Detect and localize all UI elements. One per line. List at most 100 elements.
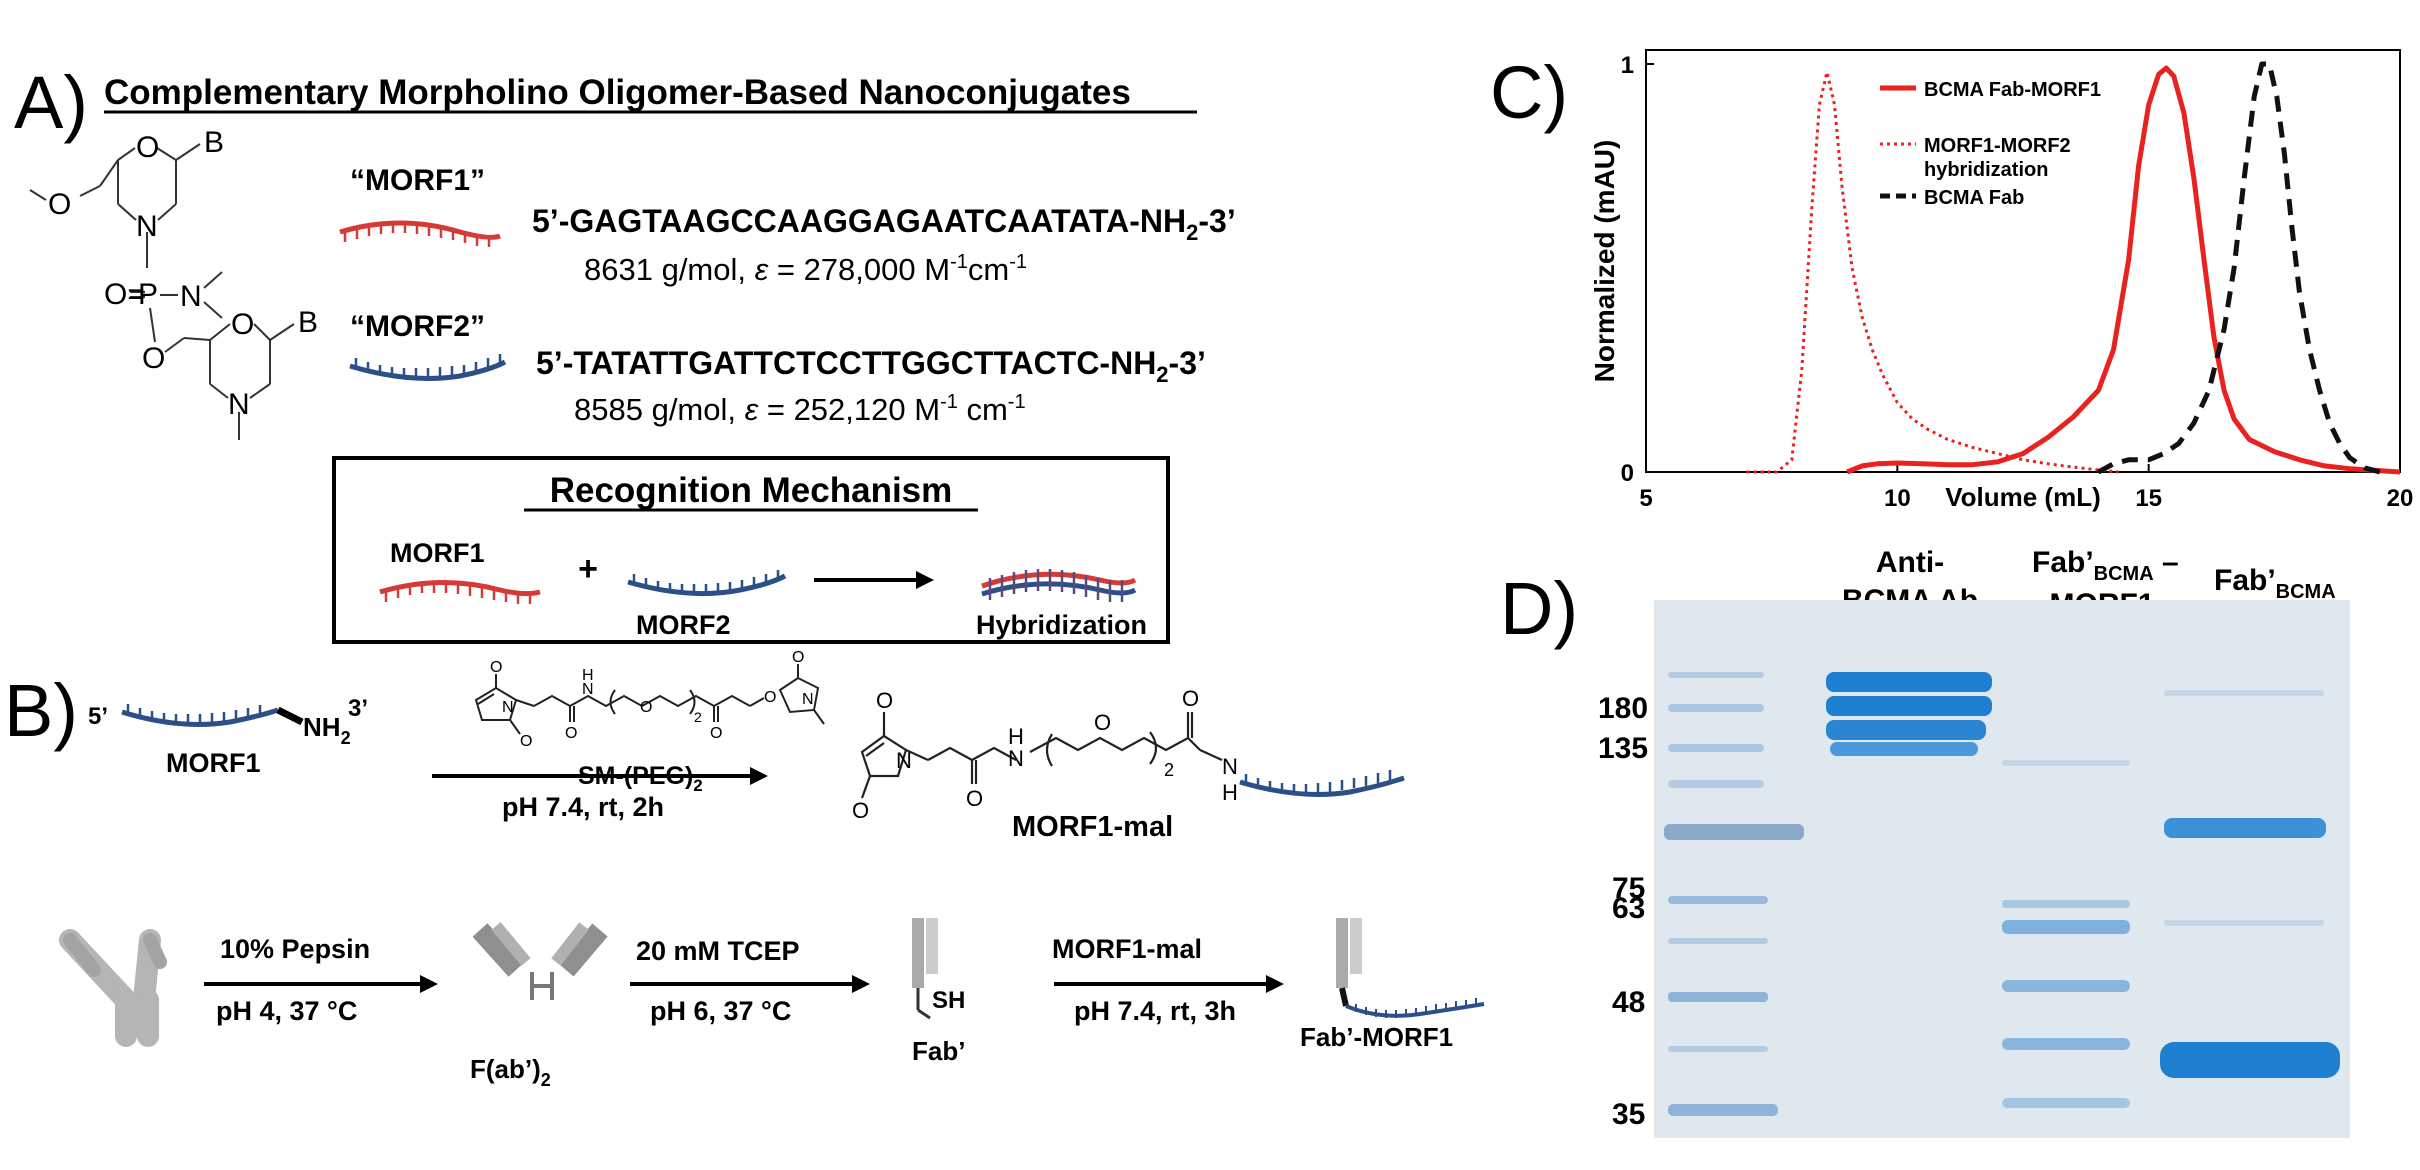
morf1-mal-structure [860, 712, 1223, 799]
conjugate-band [2002, 920, 2130, 934]
ab-band [1830, 742, 1978, 756]
conjugate-band [2002, 980, 2130, 992]
mechanism-morf1-label: MORF1 [390, 538, 485, 568]
step1-arrow [204, 975, 438, 993]
structure-p: P [138, 278, 158, 311]
antibody-icon [59, 929, 167, 1047]
mw-marker-75: 75 [1612, 872, 1645, 905]
morf1-properties: 8631 g/mol, ε = 278,000 M-1cm-1 [584, 251, 1027, 287]
morf1-mal-h-1: H [1008, 724, 1024, 749]
reaction-arrow-1 [432, 767, 768, 785]
morf1-mal-n-1: N [896, 748, 912, 773]
fab-prime-icon [912, 918, 938, 1020]
sm-peg2-n-3: N [802, 691, 814, 708]
legend-label-2: BCMA Fab [1924, 187, 2024, 209]
sm-peg2-o-1: O [490, 659, 502, 676]
morf1-mal-o-4: O [1094, 710, 1111, 735]
mechanism-morf2-strand-icon [627, 570, 787, 597]
conjugate-band [2002, 760, 2130, 766]
step2-arrow [630, 975, 870, 993]
morf2-sequence: 5’-TATATTGATTCTCCTTGGCTTACTC-NH2-3’ [536, 345, 1206, 387]
morf1-mal-label: MORF1-mal [1012, 811, 1173, 843]
lane-header-conjugate-line1: Fab’BCMA – [2032, 546, 2179, 585]
hybridization-duplex-icon [981, 569, 1137, 602]
x-tick-label-10: 10 [1884, 485, 1911, 512]
structure-ring1-n: N [136, 210, 158, 243]
ladder-band [1668, 1104, 1778, 1116]
morf1-3prime: 3’ [348, 695, 368, 722]
structure-o-link-top: O [48, 188, 71, 221]
sm-peg2-o-5: O [710, 725, 722, 742]
panel-a-label: A) [14, 61, 88, 144]
ladder-band [1668, 672, 1764, 678]
morf1-mal-n-2: N [1008, 746, 1024, 771]
fab-band [2164, 690, 2324, 696]
legend-label-1-line1: MORF1-MORF2 [1924, 135, 2071, 157]
lane-header-fab: Fab’BCMA [2214, 564, 2336, 603]
fab2-fragment-icon [472, 922, 608, 1000]
x-axis-label: Volume (mL) [1945, 482, 2101, 512]
structure-base-2: B [298, 306, 318, 339]
ladder-band [1668, 1046, 1768, 1052]
ladder-band [1668, 992, 1768, 1002]
series-line-2 [2097, 61, 2381, 475]
step2-conditions: pH 6, 37 °C [650, 996, 791, 1026]
y-tick-label-0: 0 [1621, 460, 1634, 487]
morf1-mal-n-3: N [1222, 754, 1238, 779]
reaction-1-conditions: pH 7.4, rt, 2h [502, 792, 664, 822]
ladder-band [1668, 938, 1768, 944]
series-line-0 [1846, 65, 2401, 475]
panel-b-label: B) [4, 669, 78, 752]
conjugate-band [2002, 1098, 2130, 1108]
x-tick-label-15: 15 [2135, 485, 2162, 512]
sm-peg2-n-1: N [502, 699, 514, 716]
mw-marker-180: 180 [1598, 692, 1648, 725]
mechanism-product-label: Hybridization [976, 610, 1147, 640]
structure-base-1: B [204, 126, 224, 159]
conjugate-band [2002, 1038, 2130, 1050]
ladder-band [1668, 744, 1764, 752]
morf2-properties: 8585 g/mol, ε = 252,120 M-1 cm-1 [574, 391, 1026, 427]
sm-peg2-o-7: O [792, 649, 804, 666]
morf1-mal-o-2: O [852, 798, 869, 823]
plot-frame [1645, 49, 2401, 473]
series-line-1 [1746, 70, 2119, 474]
sm-peg2-sub2: 2 [694, 709, 702, 725]
sm-peg2-label: SM-(PEG)2 [578, 762, 703, 795]
sm-peg2-structure [474, 664, 825, 735]
recognition-mechanism-box: Recognition Mechanism MORF1 + MORF2 [332, 456, 1170, 644]
panel-a: A) Complementary Morpholino Oligomer-Bas… [14, 61, 1236, 644]
morf1-name: “MORF1” [350, 164, 485, 197]
fab2-label: F(ab’)2 [470, 1054, 551, 1090]
panel-d: D) Anti- BCMA Ab Fab’BCMA – MORF1 Fab’BC… [1500, 546, 2350, 1138]
panel-a-title: Complementary Morpholino Oligomer-Based … [104, 73, 1131, 112]
x-tick-label-5: 5 [1639, 485, 1652, 512]
morf1-mal-sub2: 2 [1164, 760, 1174, 780]
sm-peg2-o-3: O [565, 725, 577, 742]
fab-band [2164, 818, 2326, 838]
fab-prime-label: Fab’ [912, 1036, 965, 1066]
fab-band [2160, 1042, 2340, 1078]
morf2-strand-icon [349, 354, 507, 381]
morf1-5prime: 5’ [88, 703, 108, 730]
structure-ring2-n: N [228, 388, 250, 421]
mechanism-title: Recognition Mechanism [550, 471, 953, 510]
step3-arrow [1054, 975, 1284, 993]
morf1-sequence: 5’-GAGTAAGCCAAGGAGAATCAATATA-NH2-3’ [532, 203, 1236, 245]
morf1-start-label: MORF1 [166, 748, 261, 778]
ladder-band [1668, 896, 1768, 904]
panel-c-label: C) [1490, 51, 1568, 134]
legend-label-1-line2: hybridization [1924, 159, 2048, 181]
sm-peg2-o-4: O [640, 699, 652, 716]
fab-morf1-conjugate-icon [1336, 918, 1485, 1018]
step3-reagent: MORF1-mal [1052, 934, 1202, 964]
ab-band [1826, 720, 1986, 740]
sm-peg2-h: H [582, 667, 594, 684]
step2-reagent: 20 mM TCEP [636, 936, 800, 966]
mechanism-plus: + [578, 550, 598, 588]
ladder-band [1668, 780, 1764, 788]
mechanism-morf2-label: MORF2 [636, 610, 731, 640]
panel-d-label: D) [1500, 567, 1578, 650]
